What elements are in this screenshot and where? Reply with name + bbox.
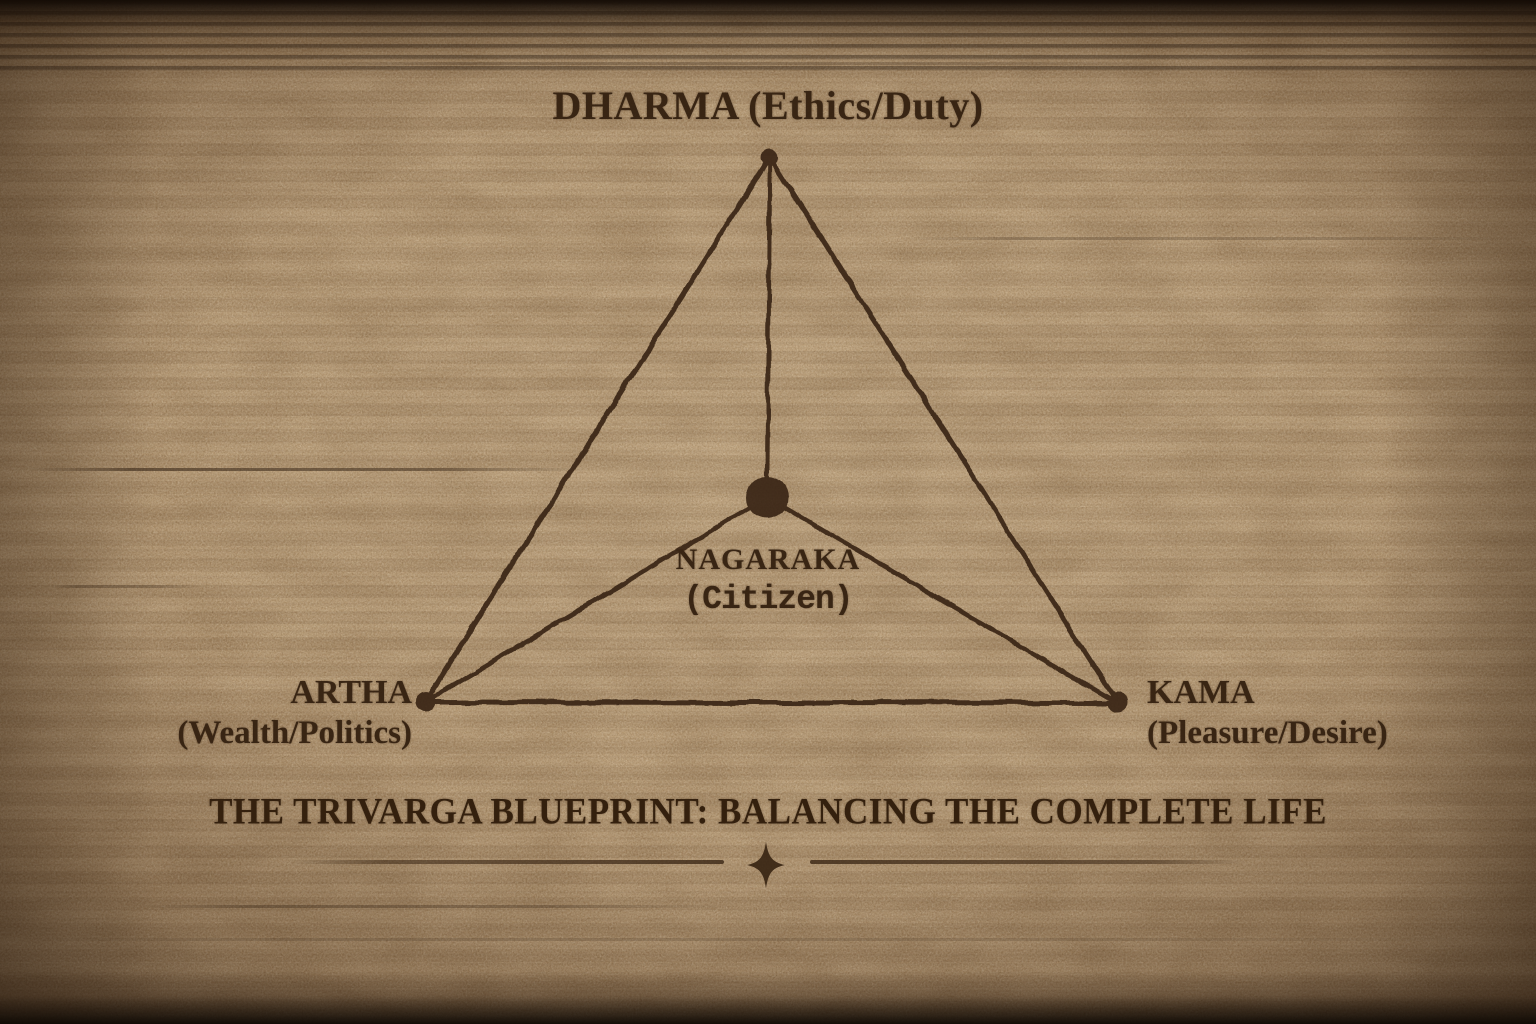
node-dot-kama bbox=[1107, 693, 1127, 713]
node-dot-nagaraka bbox=[746, 476, 788, 518]
label-dharma-name: DHARMA bbox=[552, 83, 738, 128]
label-nagaraka-name: NAGARAKA bbox=[675, 543, 861, 576]
label-dharma: DHARMA (Ethics/Duty) bbox=[0, 82, 1536, 129]
node-dot-artha bbox=[415, 692, 435, 712]
diagram-title: THE TRIVARGA BLUEPRINT: BALANCING THE CO… bbox=[209, 790, 1327, 833]
edge-dharma-artha bbox=[422, 154, 773, 705]
label-artha: ARTHA (Wealth/Politics) bbox=[177, 672, 412, 754]
label-artha-name: ARTHA bbox=[290, 674, 412, 711]
node-dot-dharma bbox=[761, 148, 779, 166]
edge-dharma-kama bbox=[767, 154, 1120, 705]
edge-artha-kama bbox=[422, 699, 1120, 706]
label-kama-descriptor: (Pleasure/Desire) bbox=[1147, 715, 1388, 752]
label-dharma-descriptor: (Ethics/Duty) bbox=[748, 83, 984, 128]
label-kama: KAMA (Pleasure/Desire) bbox=[1147, 672, 1388, 754]
label-kama-name: KAMA bbox=[1147, 674, 1255, 711]
label-nagaraka-descriptor: (Citizen) bbox=[683, 581, 853, 618]
spoke-dharma-nagaraka bbox=[764, 154, 773, 500]
label-nagaraka: NAGARAKA (Citizen) bbox=[0, 542, 1536, 620]
label-artha-descriptor: (Wealth/Politics) bbox=[177, 715, 412, 752]
